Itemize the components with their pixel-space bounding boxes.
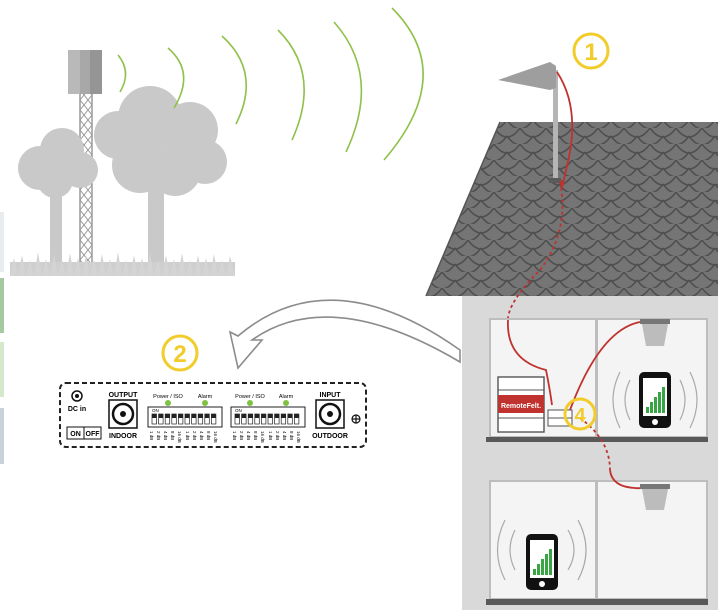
dip-value-label: 16 dB: [177, 431, 182, 443]
output-label: OUTPUT: [109, 392, 139, 399]
phone-upper-signal-bars: [646, 387, 665, 413]
dip-value-label: 8 dB: [289, 431, 294, 440]
ceiling-antenna-upper: [640, 319, 670, 346]
grass: [10, 252, 235, 276]
callout-4-number: 4: [574, 405, 586, 427]
signal-bar: [658, 392, 661, 413]
dip-value-label: 1 dB: [149, 431, 154, 440]
signal-bar: [541, 559, 544, 575]
signal-bar: [537, 564, 540, 575]
dip-switch-knob: [268, 414, 273, 418]
dip-value-label: 2 dB: [275, 431, 280, 440]
dip2-power-led: [247, 400, 253, 406]
dip-switch-knob: [261, 414, 266, 418]
callout-2: 2: [161, 334, 199, 372]
dip-value-label: 1 dB: [185, 431, 190, 440]
dip-switch-knob: [204, 414, 210, 418]
dip-switch-knob: [241, 414, 247, 418]
dip-value-label: 1 dB: [268, 431, 273, 440]
dip1-on-label: ON: [152, 408, 159, 413]
dip1-power-led: [165, 400, 171, 406]
antenna-cable: [507, 71, 646, 490]
dip-value-label: 8 dB: [170, 431, 175, 440]
dip-value-label: 4 dB: [282, 431, 287, 440]
dip2-alarm-led: [283, 400, 289, 406]
callout-4: 4: [563, 397, 597, 431]
callout-2-number: 2: [173, 341, 186, 368]
dip2-alarm-label: Alarm: [279, 394, 294, 400]
phone-lower-signal-bars: [533, 549, 552, 575]
dip-value-label: 4 dB: [199, 431, 204, 440]
callout-1-number: 1: [584, 39, 597, 66]
dip-value-label: 4 dB: [163, 431, 168, 440]
ceiling-antenna-lower: [640, 484, 670, 510]
signal-bar: [646, 407, 649, 413]
signal-bar: [549, 549, 552, 575]
outdoor-label: OUTDOOR: [312, 433, 348, 440]
dip-switch-knob: [165, 414, 170, 418]
dip2-power-label: Power / ISO: [235, 394, 265, 400]
dip-switch-knob: [281, 414, 286, 418]
curved-arrow: [228, 299, 461, 370]
dip-switch-knob: [152, 414, 157, 418]
dip-switch-knob: [248, 414, 253, 418]
repeater-unit: RemoteFelt.: [497, 376, 545, 433]
dip-value-label: 16 dB: [213, 431, 218, 443]
repeater-panel: DC in ON OFF OUTPUT INDOOR Power / ISO A…: [59, 382, 367, 448]
dip-value-label: 2 dB: [192, 431, 197, 440]
phone-lower: [526, 534, 558, 590]
trees: [18, 86, 227, 265]
on-label: ON: [70, 431, 81, 438]
dip-switch-knob: [274, 414, 280, 418]
signal-waves: [117, 7, 424, 161]
dip-value-label: 8 dB: [206, 431, 211, 440]
brand-label: RemoteFelt.: [501, 403, 541, 410]
dip-value-label: 16 dB: [260, 431, 265, 443]
ground-icon: [351, 414, 361, 424]
left-edge-strips: [0, 212, 4, 464]
dip1-power-label: Power / ISO: [153, 394, 183, 400]
dip-value-label: 2 dB: [239, 431, 244, 440]
dip-value-label: 8 dB: [253, 431, 258, 440]
signal-bar: [650, 402, 653, 413]
off-label: OFF: [86, 431, 101, 438]
dip2-on-label: ON: [235, 408, 242, 413]
dip-switch-knob: [235, 414, 240, 418]
indoor-label: INDOOR: [109, 433, 137, 440]
dip-value-label: 16 dB: [296, 431, 301, 443]
dip-switch-knob: [294, 414, 299, 418]
input-label: INPUT: [320, 392, 342, 399]
signal-bar: [654, 397, 657, 413]
callout-1: 1: [572, 32, 610, 70]
dc-in-label: DC in: [68, 406, 86, 413]
dip-switch-knob: [158, 414, 164, 418]
dip-switch-knob: [287, 414, 293, 418]
dip1-alarm-label: Alarm: [198, 394, 213, 400]
dip-value-label: 1 dB: [232, 431, 237, 440]
signal-bar: [533, 569, 536, 575]
phone-upper: [639, 372, 671, 428]
indoor-waves: [496, 371, 698, 581]
dip-switch-knob: [254, 414, 260, 418]
dip-switch-knob: [198, 414, 203, 418]
dip-value-label: 2 dB: [156, 431, 161, 440]
dip-switch-knob: [211, 414, 216, 418]
outdoor-antenna: [498, 62, 561, 183]
dip-switch-knob: [171, 414, 177, 418]
dip-value-label: 4 dB: [246, 431, 251, 440]
signal-bar: [545, 554, 548, 575]
dip-switch-knob: [191, 414, 197, 418]
dip1-alarm-led: [202, 400, 208, 406]
signal-bar: [662, 387, 665, 413]
dip-switch-knob: [178, 414, 183, 418]
dip-switch-knob: [185, 414, 190, 418]
